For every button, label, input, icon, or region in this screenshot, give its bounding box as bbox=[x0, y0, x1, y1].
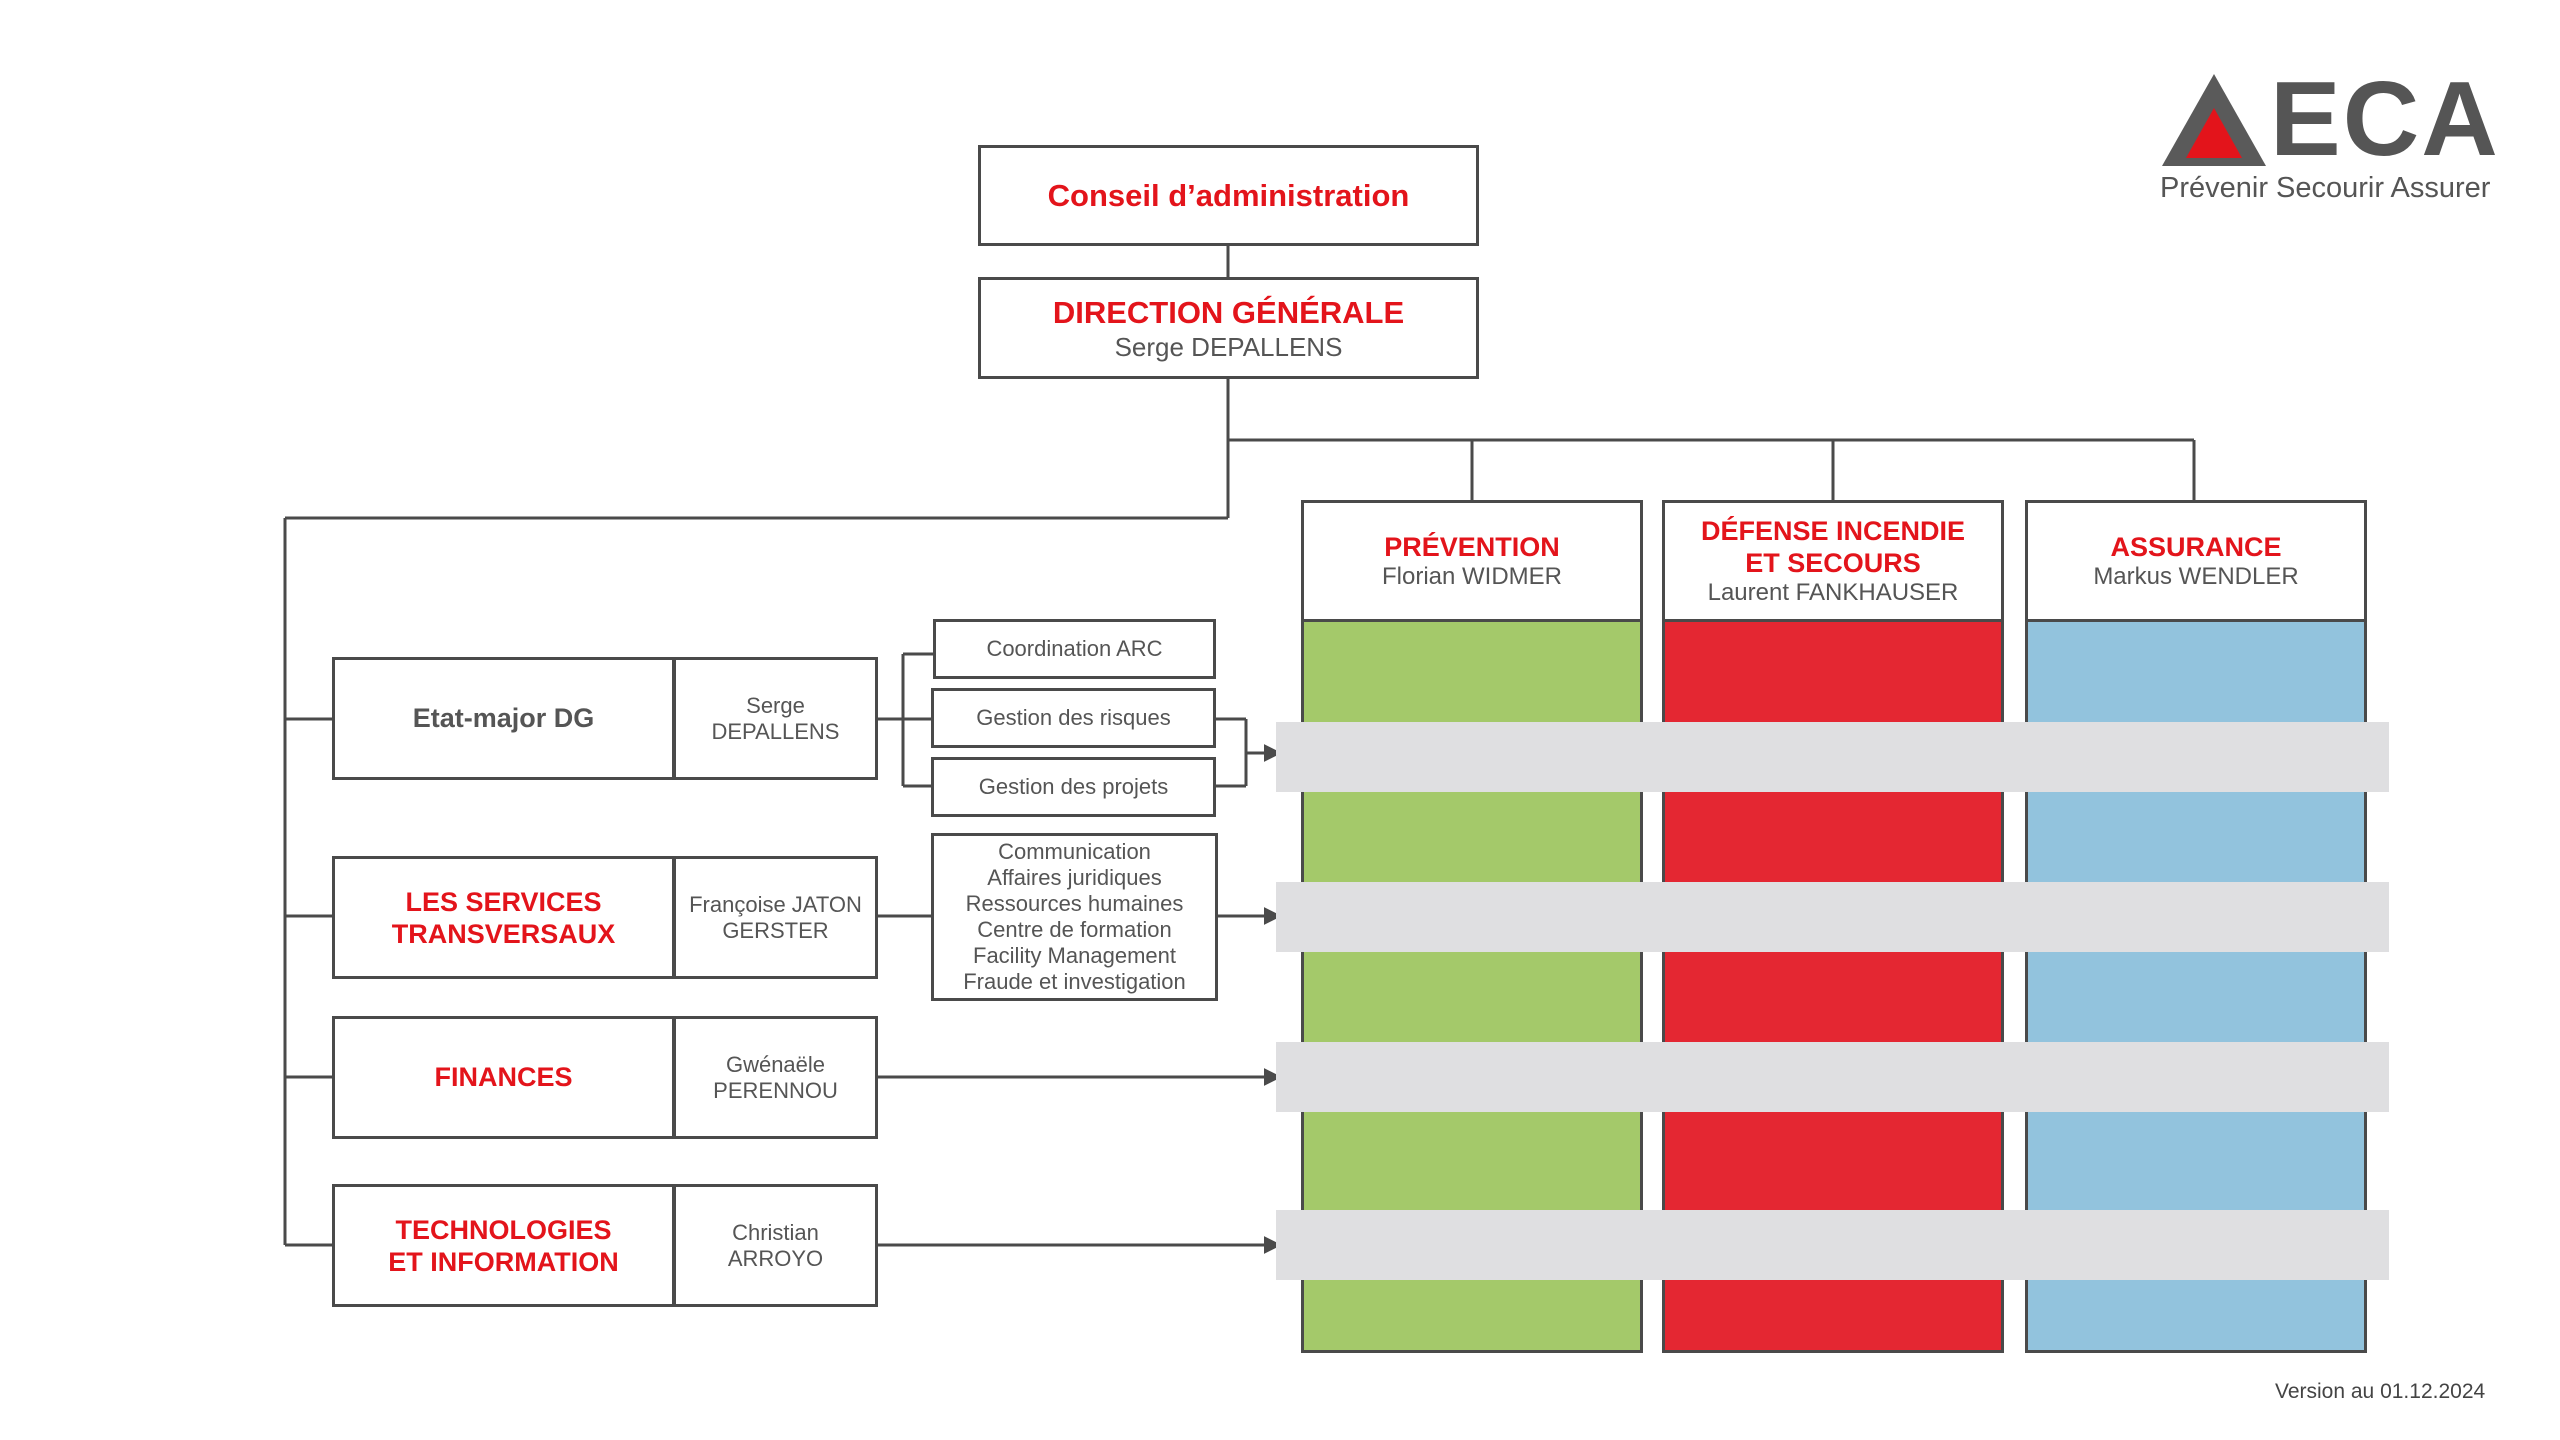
unit-title-etat-major: Etat-major DG bbox=[332, 657, 675, 780]
unit-title: TECHNOLOGIES ET INFORMATION bbox=[388, 1214, 619, 1277]
services-list-box: Communication Affaires juridiques Ressou… bbox=[931, 833, 1218, 1001]
direction-title: DIRECTION GÉNÉRALE bbox=[1052, 295, 1405, 330]
direction-box: DIRECTION GÉNÉRALE Serge DEPALLENS bbox=[978, 277, 1479, 379]
subunit-gestion-risques: Gestion des risques bbox=[931, 688, 1216, 748]
services-item: Centre de formation bbox=[977, 917, 1172, 942]
transversal-band-etat-major bbox=[1276, 722, 2389, 792]
unit-lead-technologies: Christian ARROYO bbox=[673, 1184, 878, 1307]
subunit-coordination-arc: Coordination ARC bbox=[933, 619, 1216, 679]
logo-wordmark: ECA bbox=[2270, 60, 2500, 178]
unit-title: LES SERVICES TRANSVERSAUX bbox=[391, 886, 616, 949]
subunit-label: Coordination ARC bbox=[986, 636, 1163, 661]
board-box: Conseil d’administration bbox=[978, 145, 1479, 246]
division-title: DÉFENSE INCENDIE ET SECOURS bbox=[1700, 516, 1966, 578]
division-name: Markus WENDLER bbox=[2093, 563, 2299, 590]
transversal-band-technologies bbox=[1276, 1210, 2389, 1280]
division-header: ASSURANCE Markus WENDLER bbox=[2028, 503, 2364, 622]
version-label: Version au 01.12.2024 bbox=[2275, 1380, 2486, 1403]
transversal-band-services bbox=[1276, 882, 2389, 952]
unit-title-finances: FINANCES bbox=[332, 1016, 675, 1139]
division-name: Florian WIDMER bbox=[1381, 563, 1562, 590]
unit-title: FINANCES bbox=[434, 1062, 573, 1092]
unit-lead-services: Françoise JATON GERSTER bbox=[673, 856, 878, 979]
unit-lead-etat-major: Serge DEPALLENS bbox=[673, 657, 878, 780]
services-item: Affaires juridiques bbox=[987, 865, 1162, 890]
unit-lead-name: Gwénaële PERENNOU bbox=[713, 1051, 838, 1103]
division-name: Laurent FANKHAUSER bbox=[1707, 579, 1959, 606]
division-title: PRÉVENTION bbox=[1384, 532, 1560, 562]
eca-logo: ECA Prévenir Secourir Assurer bbox=[2160, 64, 2498, 212]
board-title: Conseil d’administration bbox=[1047, 177, 1410, 213]
services-item: Ressources humaines bbox=[965, 891, 1184, 916]
division-header: PRÉVENTION Florian WIDMER bbox=[1304, 503, 1640, 622]
triangle-icon bbox=[2162, 74, 2266, 166]
unit-title-services: LES SERVICES TRANSVERSAUX bbox=[332, 856, 675, 979]
subunit-label: Gestion des projets bbox=[978, 774, 1169, 799]
subunit-label: Gestion des risques bbox=[976, 705, 1171, 730]
logo-tagline: Prévenir Secourir Assurer bbox=[2160, 172, 2491, 204]
unit-title-technologies: TECHNOLOGIES ET INFORMATION bbox=[332, 1184, 675, 1307]
transversal-band-finances bbox=[1276, 1042, 2389, 1112]
subunit-gestion-projets: Gestion des projets bbox=[931, 757, 1216, 817]
unit-title: Etat-major DG bbox=[412, 703, 595, 733]
unit-lead-name: Serge DEPALLENS bbox=[711, 692, 840, 744]
unit-lead-name: Christian ARROYO bbox=[727, 1219, 824, 1271]
division-title: ASSURANCE bbox=[2110, 532, 2282, 562]
services-item: Fraude et investigation bbox=[963, 969, 1186, 994]
unit-lead-name: Françoise JATON GERSTER bbox=[689, 891, 862, 943]
direction-name: Serge DEPALLENS bbox=[1114, 332, 1343, 362]
unit-lead-finances: Gwénaële PERENNOU bbox=[673, 1016, 878, 1139]
division-header: DÉFENSE INCENDIE ET SECOURS Laurent FANK… bbox=[1665, 503, 2001, 622]
services-item: Facility Management bbox=[973, 943, 1176, 968]
services-item: Communication bbox=[998, 839, 1151, 864]
